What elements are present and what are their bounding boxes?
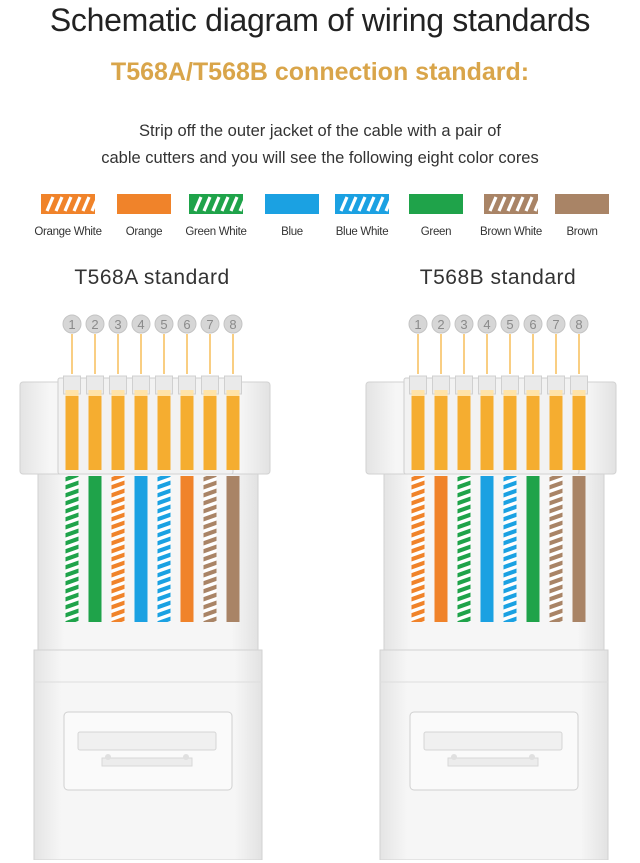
legend-label: Orange <box>125 226 163 238</box>
pin-8: 8 <box>569 314 589 334</box>
wire-2-orange <box>434 476 448 622</box>
pin-7: 7 <box>200 314 220 334</box>
gold-contact-6 <box>178 375 196 470</box>
pin-number: 5 <box>160 317 167 332</box>
pin-6: 6 <box>523 314 543 334</box>
pin-number: 2 <box>437 317 444 332</box>
wire-2-green <box>88 476 102 622</box>
pin-number: 8 <box>575 317 582 332</box>
gold-contact-6 <box>524 375 542 470</box>
pin-6: 6 <box>177 314 197 334</box>
pin-3: 3 <box>454 314 474 334</box>
gold-contact-4 <box>132 375 150 470</box>
gold-contact-3 <box>455 375 473 470</box>
t568a-connector: 1 2 3 4 5 6 7 8 <box>19 314 271 860</box>
gold-contact-8 <box>224 375 242 470</box>
wire-3-green-white <box>457 476 471 622</box>
pin-number: 4 <box>137 317 144 332</box>
pin-1: 1 <box>408 314 428 334</box>
swatch-orange <box>117 194 171 214</box>
pin-7: 7 <box>546 314 566 334</box>
pin-2: 2 <box>431 314 451 334</box>
legend-item-brown-white: Brown White <box>471 194 551 238</box>
pin-number: 5 <box>506 317 513 332</box>
legend-item-blue-white: Blue White <box>322 194 402 238</box>
swatch-brown-white <box>484 194 538 214</box>
page-title: Schematic diagram of wiring standards <box>49 2 591 38</box>
legend-item-orange: Orange <box>104 194 184 238</box>
gold-contact-5 <box>155 375 173 470</box>
gold-contact-2 <box>86 375 104 470</box>
wire-4-blue <box>134 476 148 622</box>
swatch-brown <box>555 194 609 214</box>
pin-number: 3 <box>460 317 467 332</box>
gold-contact-2 <box>432 375 450 470</box>
legend-label: Brown <box>566 226 598 238</box>
pin-number: 6 <box>529 317 536 332</box>
wire-7-brown-white <box>203 476 217 622</box>
wire-5-blue-white <box>503 476 517 622</box>
swatch-blue-white <box>335 194 389 214</box>
legend-label: Green White <box>185 226 247 238</box>
wire-3-orange-white <box>111 476 125 622</box>
swatch-blue <box>265 194 319 214</box>
wire-7-brown-white <box>549 476 563 622</box>
pin-number: 3 <box>114 317 121 332</box>
wire-1-green-white <box>65 476 79 622</box>
legend-item-green: Green <box>396 194 476 238</box>
wire-8-brown <box>226 476 240 622</box>
wire-6-green <box>526 476 540 622</box>
pin-8: 8 <box>223 314 243 334</box>
pin-number: 4 <box>483 317 490 332</box>
pin-4: 4 <box>477 314 497 334</box>
gold-contact-4 <box>478 375 496 470</box>
gold-contact-3 <box>109 375 127 470</box>
pin-number: 6 <box>183 317 190 332</box>
legend-label: Blue White <box>335 226 389 238</box>
pin-2: 2 <box>85 314 105 334</box>
wire-4-blue <box>480 476 494 622</box>
wire-5-blue-white <box>157 476 171 622</box>
pin-1: 1 <box>62 314 82 334</box>
t568b-connector: 1 2 3 4 5 6 7 8 <box>365 314 617 860</box>
swatch-green-white <box>189 194 243 214</box>
pin-5: 5 <box>500 314 520 334</box>
gold-contact-1 <box>409 375 427 470</box>
color-legend: Orange White Orange Green White Blue Blue Wh… <box>0 194 640 244</box>
wire-8-brown <box>572 476 586 622</box>
legend-label: Orange White <box>34 226 102 238</box>
legend-item-green-white: Green White <box>176 194 256 238</box>
description-line-2: cable cutters and you will see the follo… <box>101 149 539 167</box>
pin-4: 4 <box>131 314 151 334</box>
pin-number: 7 <box>552 317 559 332</box>
gold-contact-7 <box>547 375 565 470</box>
pin-5: 5 <box>154 314 174 334</box>
gold-contact-1 <box>63 375 81 470</box>
page-subtitle: T568A/T568B connection standard: <box>110 58 530 86</box>
pin-number: 7 <box>206 317 213 332</box>
wire-6-orange <box>180 476 194 622</box>
legend-label: Blue <box>281 226 303 238</box>
swatch-green <box>409 194 463 214</box>
gold-contact-8 <box>570 375 588 470</box>
gold-contact-7 <box>201 375 219 470</box>
description: Strip off the outer jacket of the cable … <box>0 118 640 172</box>
pin-number: 8 <box>229 317 236 332</box>
pin-number: 1 <box>414 317 421 332</box>
pin-3: 3 <box>108 314 128 334</box>
description-line-1: Strip off the outer jacket of the cable … <box>139 122 501 140</box>
legend-item-brown: Brown <box>542 194 622 238</box>
wire-1-orange-white <box>411 476 425 622</box>
legend-label: Green <box>420 226 452 238</box>
legend-label: Brown White <box>480 226 542 238</box>
swatch-orange-white <box>41 194 95 214</box>
pin-number: 1 <box>68 317 75 332</box>
legend-item-blue: Blue <box>252 194 332 238</box>
pin-number: 2 <box>91 317 98 332</box>
t568b-title: T568B standard <box>419 266 577 289</box>
legend-item-orange-white: Orange White <box>28 194 108 238</box>
gold-contact-5 <box>501 375 519 470</box>
t568a-title: T568A standard <box>74 266 230 289</box>
